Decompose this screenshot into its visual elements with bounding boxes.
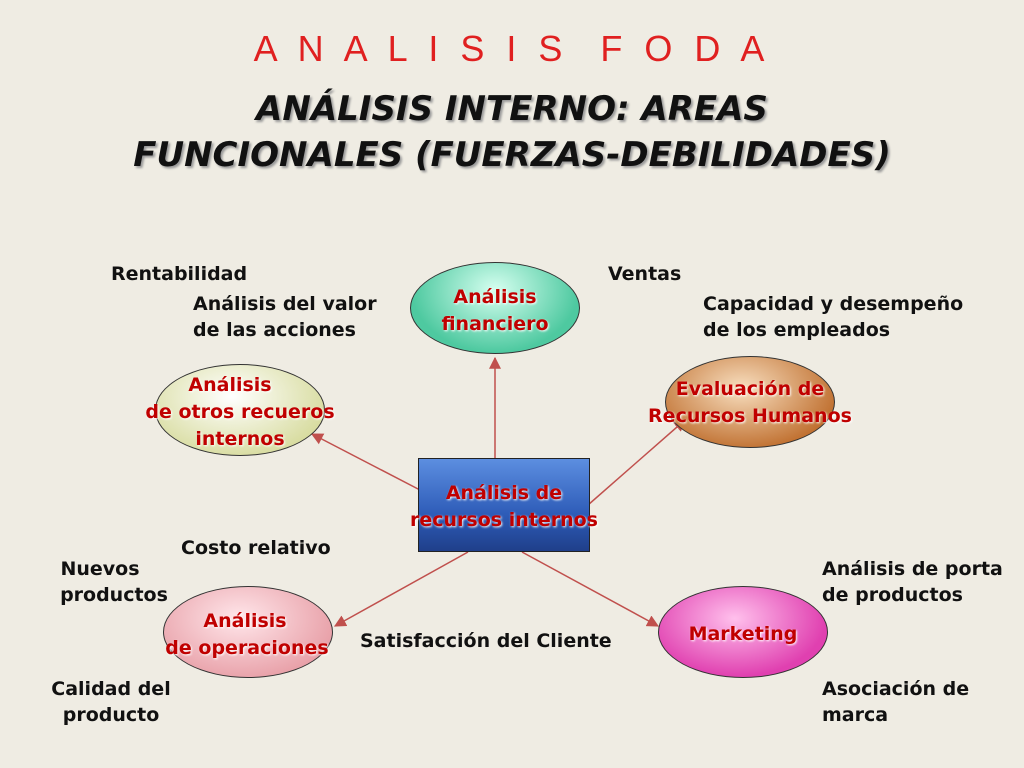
otros-recursos-label-line-3: internos [195,428,285,450]
financiero-label-line-1: Análisis [453,286,537,308]
calidad-producto-line-2: producto [62,704,160,726]
capacidad-line-1: Capacidad y desempeño [703,293,964,315]
arrow-to-operaciones [333,551,469,627]
subtitle-line-2: FUNCIONALES (FUERZAS-DEBILIDADES) [133,135,891,175]
valor-acciones-line-1: Análisis del valor [193,293,377,315]
portafolio-text: Análisis de porta de productos [822,556,1024,608]
marketing-label: Marketing [658,621,828,648]
center-box [418,458,590,552]
operaciones-ellipse [163,586,333,678]
portafolio-line-2: de productos [822,584,963,606]
asociacion-marca-text: Asociación de marca [822,676,969,728]
costo-relativo-text: Costo relativo [181,537,331,559]
ventas-text: Ventas [608,263,682,285]
valor-acciones-line-2: de las acciones [193,319,356,341]
otros-recursos-label-line-2: de otros recueros [145,401,335,423]
recursos-humanos-label-line-2: Recursos Humanos [648,405,852,427]
marketing-ellipse [658,586,828,678]
nuevos-productos-line-1: Nuevos [60,558,140,580]
nuevos-productos-line-2: productos [60,584,168,606]
nuevos-productos-text: Nuevos productos [44,556,184,608]
center-label-line-1: Análisis de [445,482,563,504]
calidad-producto-text: Calidad del producto [44,676,204,728]
financiero-label-line-2: financiero [441,313,549,335]
center-label: Análisis de recursos internos [374,480,634,534]
otros-recursos-label: Análisis de otros recueros internos [110,372,370,453]
recursos-humanos-label: Evaluación de Recursos Humanos [620,376,880,430]
asociacion-marca-line-2: marca [822,704,889,726]
financiero-ellipse [410,262,580,354]
slide-subtitle: ANÁLISIS INTERNO: AREAS FUNCIONALES (FUE… [0,86,1024,178]
financiero-label: Análisis financiero [410,284,580,338]
slide-title: A N A L I S I S F O D A [253,28,771,69]
otros-recursos-label-line-1: Análisis [188,374,272,396]
asociacion-marca-line-1: Asociación de [822,678,970,700]
subtitle-line-1: ANÁLISIS INTERNO: AREAS [256,89,768,129]
operaciones-label: Análisis de operaciones [130,608,390,662]
satisfaccion-text: Satisfacción del Cliente [360,630,612,652]
portafolio-line-1: Análisis de porta [822,558,1003,580]
recursos-humanos-label-line-1: Evaluación de [675,378,825,400]
valor-acciones-text: Análisis del valor de las acciones [193,291,377,343]
capacidad-line-2: de los empleados [703,319,891,341]
arrow-to-otros [310,433,421,491]
arrow-to-recursos-humanos [587,419,686,506]
operaciones-label-line-1: Análisis [203,610,287,632]
marketing-label-line-1: Marketing [688,623,798,645]
calidad-producto-line-1: Calidad del [51,678,171,700]
center-label-line-2: recursos internos [410,509,598,531]
otros-recursos-ellipse [155,364,325,456]
recursos-humanos-ellipse [665,356,835,448]
rentabilidad-text: Rentabilidad [111,263,248,285]
operaciones-label-line-2: de operaciones [165,637,329,659]
arrow-to-marketing [521,551,660,627]
capacidad-text: Capacidad y desempeño de los empleados [703,291,963,343]
